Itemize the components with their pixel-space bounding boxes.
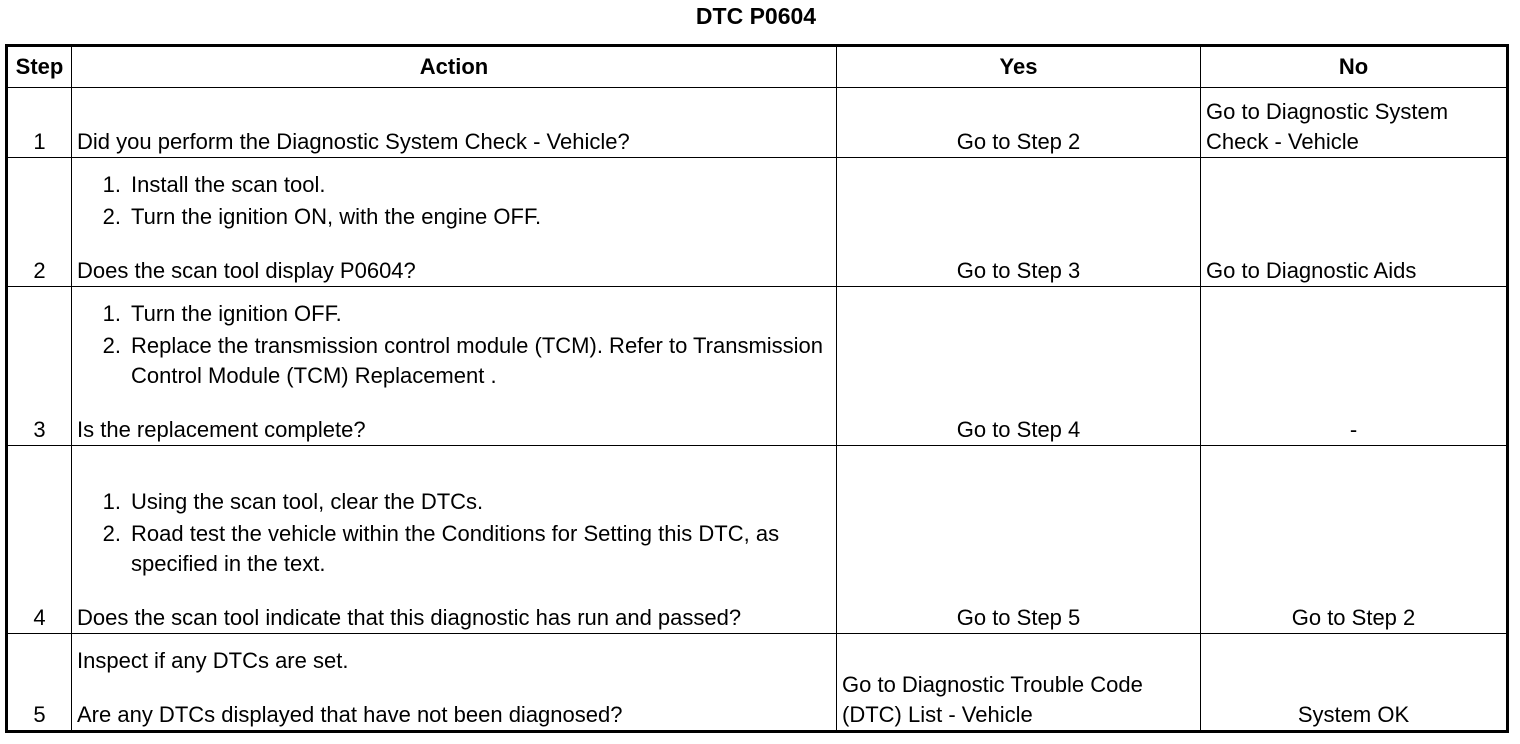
step-number: 1 bbox=[6, 87, 72, 158]
action-question: Does the scan tool indicate that this di… bbox=[77, 605, 742, 630]
diagnostic-table: Step Action Yes No 1 Did you perform the… bbox=[5, 44, 1509, 733]
no-cell: - bbox=[1200, 286, 1508, 446]
header-row: Step Action Yes No bbox=[6, 45, 1508, 88]
yes-cell: Go to Step 2 bbox=[836, 87, 1201, 158]
step-number: 5 bbox=[6, 633, 72, 732]
action-steps: 1.Turn the ignition OFF. 2.Replace the t… bbox=[77, 299, 831, 391]
action-step: 2.Road test the vehicle within the Condi… bbox=[102, 521, 780, 576]
action-question: Does the scan tool display P0604? bbox=[77, 258, 416, 283]
action-step: 2.Turn the ignition ON, with the engine … bbox=[102, 204, 542, 229]
table-row: 3 1.Turn the ignition OFF. 2.Replace the… bbox=[6, 286, 1508, 446]
header-yes: Yes bbox=[836, 45, 1201, 88]
step-number: 2 bbox=[6, 157, 72, 287]
yes-cell: Go to Diagnostic Trouble Code (DTC) List… bbox=[836, 633, 1201, 732]
action-question: Did you perform the Diagnostic System Ch… bbox=[77, 129, 630, 154]
no-cell: Go to Diagnostic System Check - Vehicle bbox=[1200, 87, 1508, 158]
action-question: Are any DTCs displayed that have not bee… bbox=[77, 702, 623, 727]
table-row: 1 Did you perform the Diagnostic System … bbox=[6, 87, 1508, 158]
yes-cell: Go to Step 5 bbox=[836, 445, 1201, 634]
header-action: Action bbox=[71, 45, 837, 88]
action-question: Is the replacement complete? bbox=[77, 417, 366, 442]
step-number: 4 bbox=[6, 445, 72, 634]
no-cell: Go to Step 2 bbox=[1200, 445, 1508, 634]
no-cell: Go to Diagnostic Aids bbox=[1200, 157, 1508, 287]
action-cell: Inspect if any DTCs are set. Are any DTC… bbox=[71, 633, 837, 732]
action-step: 2.Replace the transmission control modul… bbox=[102, 333, 824, 388]
action-step: 1.Turn the ignition OFF. bbox=[102, 301, 342, 326]
action-steps: 1.Install the scan tool. 2.Turn the igni… bbox=[77, 170, 831, 232]
action-step: 1.Using the scan tool, clear the DTCs. bbox=[102, 489, 484, 514]
action-cell: Did you perform the Diagnostic System Ch… bbox=[71, 87, 837, 158]
action-cell: 1.Turn the ignition OFF. 2.Replace the t… bbox=[71, 286, 837, 446]
yes-cell: Go to Step 3 bbox=[836, 157, 1201, 287]
table-row: 4 1.Using the scan tool, clear the DTCs.… bbox=[6, 445, 1508, 634]
action-cell: 1.Using the scan tool, clear the DTCs. 2… bbox=[71, 445, 837, 634]
action-step: 1.Install the scan tool. bbox=[102, 172, 326, 197]
table-row: 5 Inspect if any DTCs are set. Are any D… bbox=[6, 633, 1508, 732]
page-title: DTC P0604 bbox=[695, 3, 817, 29]
yes-cell: Go to Step 4 bbox=[836, 286, 1201, 446]
action-cell: 1.Install the scan tool. 2.Turn the igni… bbox=[71, 157, 837, 287]
action-instruction: Inspect if any DTCs are set. bbox=[77, 648, 349, 673]
header-no: No bbox=[1200, 45, 1508, 88]
action-steps: 1.Using the scan tool, clear the DTCs. 2… bbox=[77, 487, 831, 579]
header-step: Step bbox=[6, 45, 72, 88]
table-row: 2 1.Install the scan tool. 2.Turn the ig… bbox=[6, 157, 1508, 287]
no-cell: System OK bbox=[1200, 633, 1508, 732]
step-number: 3 bbox=[6, 286, 72, 446]
